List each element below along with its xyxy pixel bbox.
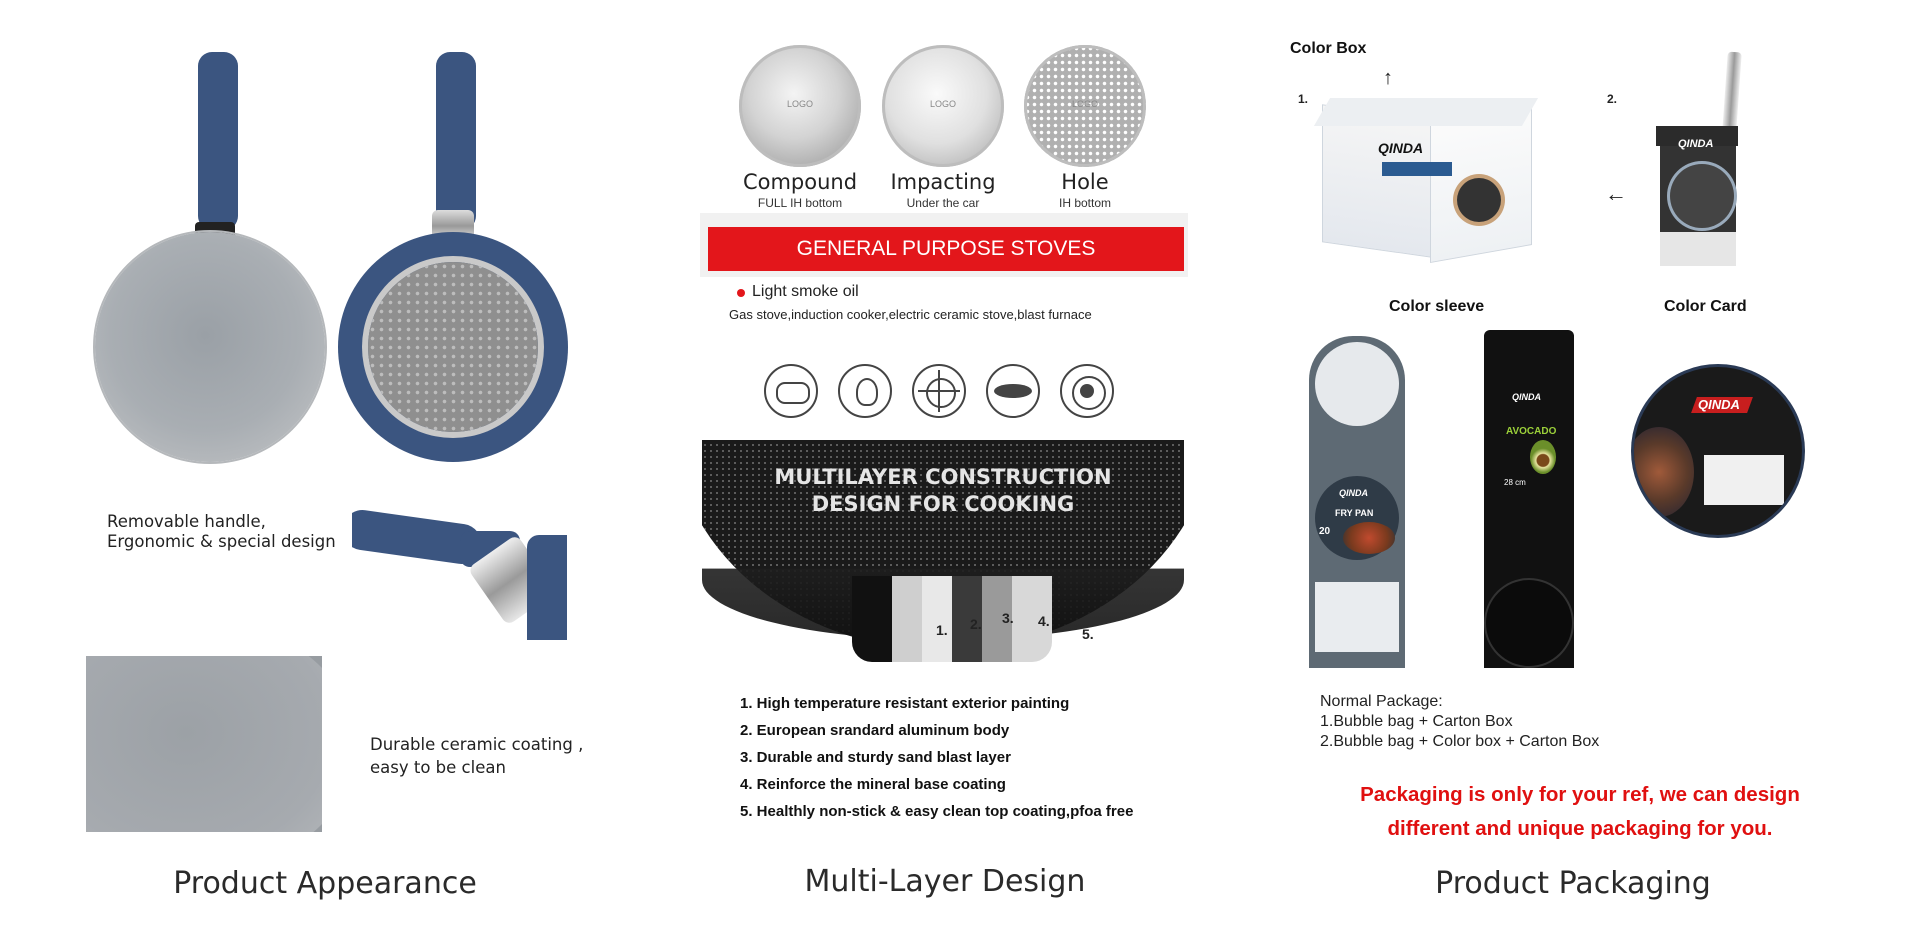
brand-logo: QINDA (1339, 488, 1368, 498)
layer-number: 1. (936, 622, 948, 638)
hotplate-icon (1060, 364, 1114, 418)
pan-handle-right (436, 52, 476, 230)
handle-text-line: Removable handle, (107, 512, 266, 531)
gas-burner-icon (912, 364, 966, 418)
compound-bottom: LOGO (739, 45, 861, 167)
color-card: QINDA (1634, 367, 1802, 535)
package-number: 2. (1607, 92, 1618, 106)
logo-mark: LOGO (1071, 99, 1098, 109)
ceramic-stove-icon (986, 364, 1040, 418)
construction-title-line: DESIGN FOR COOKING (811, 492, 1075, 516)
color-sleeve-label: Color sleeve (1389, 298, 1485, 315)
layer-number: 4. (1038, 613, 1050, 629)
smoke-bullet (737, 289, 745, 297)
handle-text-line: Ergonomic & special design (107, 532, 336, 551)
normal-package-line: 1.Bubble bag + Carton Box (1320, 713, 1513, 730)
bottom-title: Impacting (890, 170, 996, 194)
window-box: QINDA (1656, 51, 1742, 269)
layer-number: 3. (1002, 610, 1014, 626)
construction-title-line: MULTILAYER CONSTRUCTION (774, 465, 1112, 489)
sleeve-avocado: AVOCADO (1506, 426, 1557, 437)
layer-number: 5. (1082, 626, 1094, 642)
brand-logo: QINDA (1378, 140, 1424, 156)
sleeve-fry-pan: FRY PAN (1335, 508, 1374, 518)
coating-closeup (86, 656, 322, 832)
black-sleeve: QINDA AVOCADO 28 cm (1484, 330, 1574, 668)
bottom-sub: FULL IH bottom (757, 196, 843, 210)
pan-handle-left (198, 52, 238, 230)
coating-text-line: easy to be clean (370, 758, 506, 777)
impacting-bottom: LOGO (882, 45, 1004, 167)
sleeve-size: 20 (1319, 526, 1331, 537)
layer-item: 4. Reinforce the mineral base coating (740, 776, 1006, 793)
layer-list: 1. High temperature resistant exterior p… (740, 690, 1133, 825)
grey-sleeve: QINDA FRY PAN 20 (1309, 336, 1405, 668)
bottom-sub: IH bottom (1058, 196, 1112, 210)
bottom-sub: Under the car (906, 196, 980, 210)
package-number: 1. (1298, 92, 1309, 106)
layer-item: 5. Healthly non-stick & easy clean top c… (740, 803, 1134, 820)
brand-logo: QINDA (1512, 392, 1541, 402)
layer-item: 2. European srandard aluminum body (740, 722, 1010, 739)
induction-base (368, 262, 538, 432)
smoke-text: Light smoke oil (752, 283, 859, 300)
arrow-left-icon: ← (1605, 181, 1627, 206)
caption-multilayer-design: Multi-Layer Design (804, 864, 1086, 899)
hole-bottom: LOGO (1024, 45, 1146, 167)
arrow-up-icon: ↑ (1383, 67, 1393, 89)
layer-number: 2. (970, 616, 982, 632)
packaging-notice: Packaging is only for your ref, we can d… (1300, 778, 1860, 846)
notice-line: Packaging is only for your ref, we can d… (1360, 783, 1800, 806)
color-box-label: Color Box (1290, 40, 1367, 57)
construction-title: MULTILAYER CONSTRUCTION DESIGN FOR COOKI… (702, 464, 1184, 518)
notice-line: different and unique packaging for you. (1387, 817, 1773, 840)
sleeve-size: 28 cm (1504, 478, 1526, 487)
normal-package-text: Normal Package: 1.Bubble bag + Carton Bo… (1320, 692, 1599, 752)
normal-package-line: 2.Bubble bag + Color box + Carton Box (1320, 733, 1600, 750)
induction-coil-icon (764, 364, 818, 418)
handle-detail (352, 505, 567, 640)
stoves-banner: GENERAL PURPOSE STOVES (708, 227, 1184, 271)
handle-description: Removable handle, Ergonomic & special de… (107, 512, 336, 552)
logo-mark: LOGO (929, 99, 956, 109)
color-box: QINDA (1313, 98, 1539, 263)
coating-text-line: Durable ceramic coating , (370, 735, 584, 754)
brand-logo: QINDA (1698, 397, 1740, 412)
normal-package-title: Normal Package: (1320, 693, 1443, 710)
bottom-title: Compound (742, 170, 858, 194)
gas-flame-icon (838, 364, 892, 418)
caption-product-appearance: Product Appearance (173, 866, 477, 901)
brand-logo: QINDA (1678, 138, 1714, 150)
color-card-label: Color Card (1664, 298, 1747, 315)
ceramic-pan (95, 232, 325, 462)
multilayer-image: MULTILAYER CONSTRUCTION DESIGN FOR COOKI… (702, 440, 1184, 672)
layer-item: 3. Durable and sturdy sand blast layer (740, 749, 1011, 766)
bottom-title: Hole (1061, 170, 1109, 194)
caption-product-packaging: Product Packaging (1435, 866, 1711, 901)
layer-item: 1. High temperature resistant exterior p… (740, 695, 1070, 712)
coating-description: Durable ceramic coating , easy to be cle… (370, 733, 583, 779)
logo-mark: LOGO (786, 99, 813, 109)
stove-list: Gas stove,induction cooker,electric cera… (729, 307, 1092, 322)
